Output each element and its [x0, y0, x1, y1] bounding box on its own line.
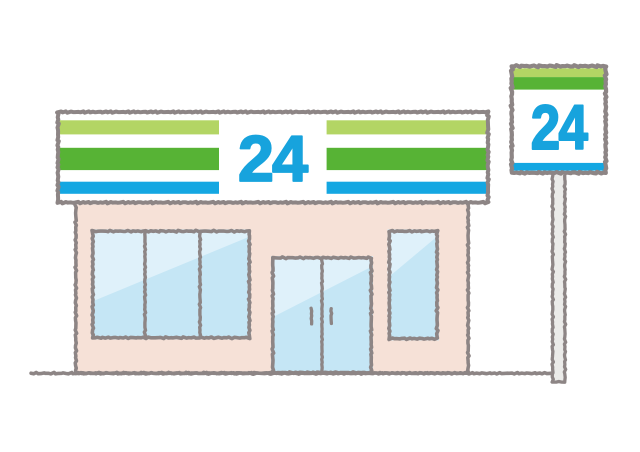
svg-text:24: 24 [531, 92, 589, 162]
svg-text:24: 24 [238, 122, 308, 195]
